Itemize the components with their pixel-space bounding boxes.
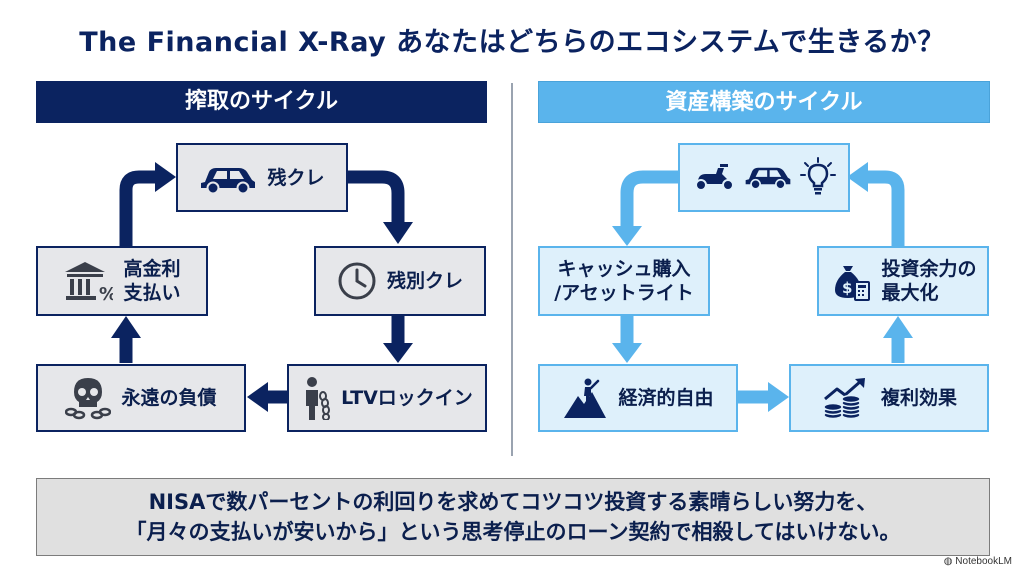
label-maximize: 投資余力の 最大化 — [881, 257, 976, 305]
bottom-message-line2: 「月々の支払いが安いから」という思考停止のローン契約で相殺してはいけない。 — [125, 520, 901, 544]
label-compound: 複利効果 — [880, 387, 957, 409]
lightbulb-icon — [800, 156, 836, 199]
center-divider — [511, 83, 513, 456]
car-icon — [199, 162, 257, 194]
node-financial-freedom: 経済的自由 — [538, 364, 738, 432]
scooter-icon — [692, 160, 736, 196]
bottom-message-line1: NISAで数パーセントの利回りを求めてコツコツ投資する素晴らしい努力を、 — [148, 490, 878, 514]
arrowhead-maximize — [883, 316, 913, 338]
node-cash-purchase: キャッシュ購入 /アセットライト — [538, 246, 710, 316]
node-compound: 複利効果 — [789, 364, 989, 432]
label-maximize-line2: 最大化 — [881, 282, 939, 304]
node-eternal-debt: 永遠の負債 — [36, 364, 246, 432]
right-header: 資産構築のサイクル — [538, 81, 990, 123]
label-high-interest: 高金利 支払い — [123, 257, 180, 305]
svg-text:$: $ — [842, 279, 852, 297]
arrowhead-residual-loan — [383, 222, 413, 244]
bank-percent-icon: % — [63, 260, 113, 302]
car-icon — [744, 161, 792, 195]
money-bag-calculator-icon: $ — [829, 260, 871, 302]
node-maximize: $ 投資余力の 最大化 — [817, 246, 989, 316]
arrowhead-car-loan — [155, 162, 176, 192]
label-financial-freedom: 経済的自由 — [618, 387, 714, 409]
arrowhead-high-interest — [111, 316, 141, 338]
arrow-up-to-car-loan — [119, 170, 158, 246]
node-high-interest: % 高金利 支払い — [36, 246, 208, 316]
coins-growth-icon — [821, 377, 871, 419]
label-eternal-debt: 永遠の負債 — [121, 387, 217, 409]
arrowhead-ltv — [383, 343, 413, 363]
arrowhead-cash — [612, 226, 642, 246]
skull-chain-icon — [65, 376, 112, 420]
bottom-message: NISAで数パーセントの利回りを求めてコツコツ投資する素晴らしい努力を、 「月々… — [36, 478, 990, 556]
page-title: The Financial X-Ray あなたはどちらのエコシステムで生きるか？ — [79, 27, 945, 58]
label-cash-line1: キャッシュ購入 — [557, 258, 691, 280]
node-residual-loan: 残別クレ — [314, 246, 486, 316]
chained-person-icon — [301, 376, 331, 420]
brand-label: NotebookLM — [955, 556, 1012, 567]
label-cash-line2: /アセットライト — [554, 282, 694, 304]
arrow-to-top — [865, 170, 905, 246]
arrowhead-top — [847, 162, 868, 192]
svg-text:%: % — [99, 284, 113, 302]
label-cash-purchase: キャッシュ購入 /アセットライト — [554, 257, 694, 305]
summit-flag-icon — [562, 378, 608, 418]
notebooklm-logo-icon: ◍ — [943, 556, 956, 567]
clock-icon — [337, 261, 377, 301]
arrow-to-cash — [620, 170, 678, 226]
brand-watermark: ◍ NotebookLM — [944, 556, 1012, 567]
arrowhead-eternal-debt — [247, 382, 268, 412]
label-residual-loan: 残別クレ — [386, 270, 463, 292]
arrowhead-compound — [768, 382, 789, 412]
node-assets-top — [678, 143, 850, 212]
node-car-loan: 残クレ — [176, 143, 348, 212]
node-ltv-lockin: LTVロックイン — [287, 364, 487, 432]
arrow-to-residual-loan — [348, 170, 405, 222]
arrowhead-freedom — [612, 343, 642, 363]
left-header: 搾取のサイクル — [36, 81, 487, 123]
label-high-interest-line1: 高金利 — [123, 258, 181, 280]
label-high-interest-line2: 支払い — [123, 282, 181, 304]
label-ltv-lockin: LTVロックイン — [341, 387, 473, 409]
label-car-loan: 残クレ — [267, 166, 325, 189]
label-maximize-line1: 投資余力の — [881, 258, 977, 280]
